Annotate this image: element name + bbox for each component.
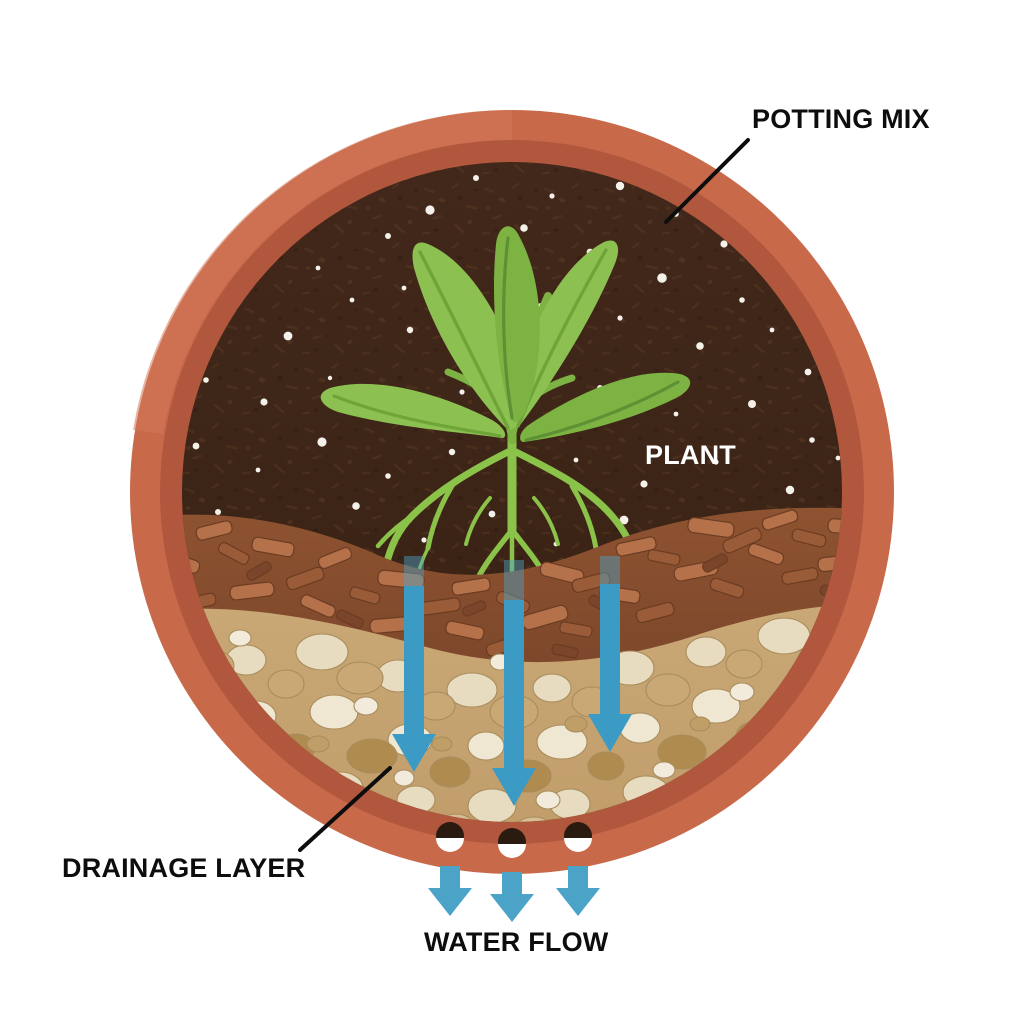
drainage-holes: [436, 822, 592, 858]
leaf-center: [493, 226, 540, 423]
label-water-flow: WATER FLOW: [424, 927, 609, 957]
leader-lines: [298, 138, 750, 852]
label-potting-mix: POTTING MIX: [752, 104, 930, 134]
leaf-upper-left: [412, 242, 524, 430]
water-arrow-external-1: [428, 866, 472, 916]
potting-mix-leader: [664, 138, 750, 224]
water-arrow-external-2: [490, 872, 534, 922]
leaf-mid-right: [520, 372, 691, 442]
pot-rim-highlight: [133, 109, 512, 435]
external-water-arrows: [428, 866, 600, 922]
plant: [320, 226, 691, 444]
water-arrow-internal-3: [588, 556, 632, 752]
drainage-hole-1: [436, 822, 464, 852]
water-arrow-internal-2: [492, 560, 536, 806]
water-arrow-external-3: [556, 866, 600, 916]
leaf-mid-left: [320, 383, 506, 438]
drainage-hole-2: [498, 828, 526, 858]
water-arrow-internal-1: [392, 556, 436, 772]
drainage-hole-3: [564, 822, 592, 852]
internal-water-arrows: [392, 556, 632, 806]
label-plant: PLANT: [645, 440, 736, 470]
drainage-layer-leader: [298, 766, 392, 852]
label-drainage-layer: DRAINAGE LAYER: [62, 853, 306, 883]
